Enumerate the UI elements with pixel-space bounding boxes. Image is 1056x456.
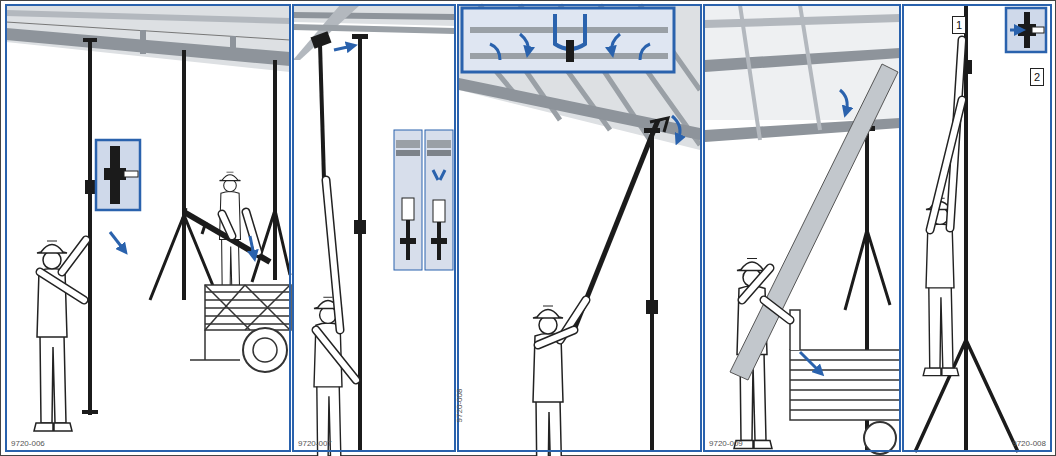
figure-panel: 9720-008	[457, 4, 702, 452]
figure-panel: 9720-006	[5, 4, 291, 452]
figure-panel: 9720-009	[703, 4, 901, 452]
callout-number: 2	[1034, 72, 1040, 83]
figure-code: 9720-007	[298, 439, 332, 448]
callout-box: 1	[952, 16, 966, 34]
figure-code: 9720-006	[11, 439, 45, 448]
figure-panel: 9720-008 1 2	[902, 4, 1052, 452]
figure-code: 9720-009	[709, 439, 743, 448]
callout-box: 2	[1030, 68, 1044, 86]
scene-2	[293, 5, 455, 456]
scene-5	[915, 5, 1046, 452]
figure-panel: 9720-007	[292, 4, 456, 452]
scene-4	[705, 5, 900, 454]
figure-code: 9720-008	[1012, 439, 1046, 448]
callout-number: 1	[956, 20, 962, 31]
figure-code: 9720-008	[455, 389, 464, 423]
scene-1	[6, 5, 291, 431]
scene-3	[459, 5, 700, 456]
